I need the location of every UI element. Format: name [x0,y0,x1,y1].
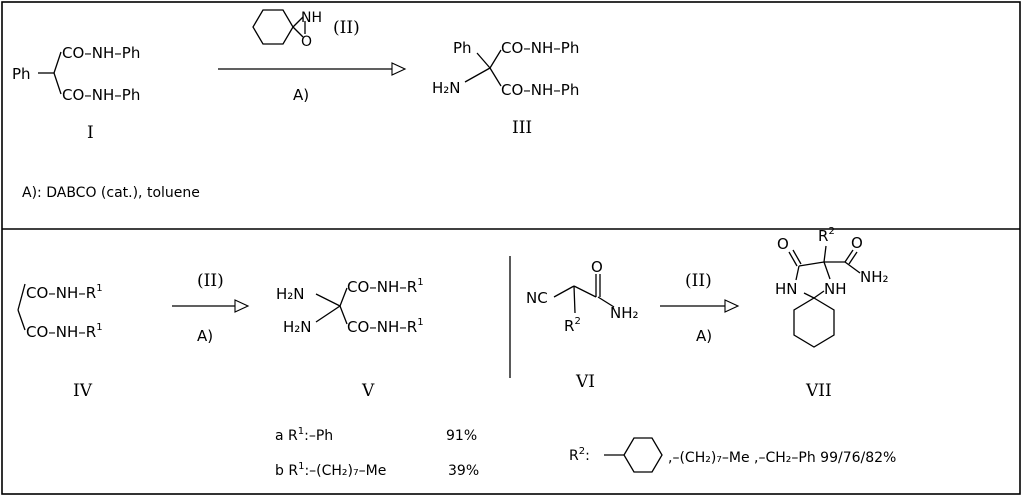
compound-V-nh2-a: H₂N [276,285,305,303]
compound-VII-ring-bond [823,261,831,280]
arrow-2-reagent: (II) [197,271,224,291]
compound-I-bond [53,72,62,95]
compound-I: Ph CO–NH–Ph CO–NH–Ph I [12,44,140,143]
compound-III-bond [464,67,491,83]
cyclohexane-ring [252,9,294,45]
reagent-II-nh: NH [301,10,322,26]
compound-V-bottom: CO–NH–R1 [347,317,424,336]
r2-cyclohexyl-ring [623,437,663,473]
r2-list: ,–(CH₂)₇–Me ,–CH₂–Ph 99/76/82% [668,450,896,466]
compound-VI-bond [553,285,575,298]
yield-value-a: 91% [446,428,477,444]
compound-III-label: III [512,118,532,138]
compound-III: Ph H₂N CO–NH–Ph CO–NH–Ph III [432,39,579,138]
compound-V-bond [315,293,341,307]
compound-III-top-amide: CO–NH–Ph [501,39,579,57]
compound-III-bond [489,67,502,87]
compound-III-ph: Ph [453,39,472,57]
compound-V-nh2-b: H₂N [283,318,312,336]
compound-I-bond [53,51,62,74]
arrow-3-head [724,299,740,313]
compound-VII-ring-bond [803,292,815,299]
compound-III-nh2: H₂N [432,79,461,97]
compound-VII-carbonyl [792,249,802,265]
arrow-2-condition: A) [197,327,213,345]
compound-VI-bond [573,285,597,298]
compound-VI-nc: NC [526,289,548,307]
yield-row-b: b R1:–(CH₂)₇–Me [275,461,386,479]
compound-V-label: V [361,381,375,401]
yield-row-a: a R1:–Ph [275,426,333,444]
yields-V: a R1:–Ph 91% b R1:–(CH₂)₇–Me 39% [275,426,479,479]
compound-V-bond [315,305,341,323]
compound-V-top: CO–NH–R1 [347,277,424,296]
yield-value-b: 39% [448,463,479,479]
compound-VII-carbonyl [848,251,858,265]
compound-VII-cyclohexane [793,297,835,348]
compound-IV-bottom: CO–NH–R1 [26,322,103,341]
compound-VII-nh: NH [824,280,847,298]
compound-VI: NC O NH₂ R2 VI [526,258,639,392]
compound-VII-hn: HN [775,280,798,298]
compound-I-label: I [87,123,94,143]
arrow-2-head [234,299,250,313]
compound-V-bond [339,305,348,325]
compound-VII-ring-bond [795,265,800,281]
compound-VII-ring-bond [813,290,825,299]
compound-VII-bond [823,245,827,263]
compound-VII-ring-bond [798,261,825,267]
compound-III-bond [476,52,491,69]
compound-I-ph: Ph [12,65,31,83]
oxaziridine-bond [292,16,304,28]
arrow-3-condition: A) [696,327,712,345]
compound-IV: CO–NH–R1 CO–NH–R1 IV [17,283,103,401]
compound-I-bottom-amide: CO–NH–Ph [62,86,140,104]
compound-VII-bond [844,261,861,274]
compound-III-bottom-amide: CO–NH–Ph [501,81,579,99]
compound-VII-r: R2 [818,226,835,245]
reagent-II-label: (II) [333,18,360,38]
compound-IV-top: CO–NH–R1 [26,283,103,302]
compound-VI-bond [573,285,576,314]
reaction-arrow-1: A) [218,62,407,104]
reaction-arrow-3: (II) A) [660,271,740,345]
compound-VII-o2: O [851,234,863,252]
compound-VII-carbonyl [844,249,854,263]
compound-VI-r: R2 [564,316,581,335]
compound-VII-carbonyl [788,251,798,267]
compound-VII: O R2 O HN NH NH₂ VII [775,226,889,401]
arrow-3-reagent: (II) [685,271,712,291]
reagent-II: NH O (II) [252,9,360,50]
compound-VI-bond [597,296,615,308]
oxaziridine-bond [292,26,304,38]
conditions-footnote: A): DABCO (cat.), toluene [22,185,200,201]
reagent-II-o: O [301,34,312,50]
compound-V-bond [339,287,348,307]
compound-IV-bond [17,309,26,331]
compound-IV-bond [17,283,26,311]
compound-VI-nh2: NH₂ [610,304,639,322]
arrow-1-condition: A) [293,86,309,104]
compound-IV-label: IV [73,381,93,401]
r2-definitions: R2: ,–(CH₂)₇–Me ,–CH₂–Ph 99/76/82% [569,437,896,473]
compound-V: H₂N H₂N CO–NH–R1 CO–NH–R1 V [276,277,424,401]
compound-VII-o: O [777,235,789,253]
compound-I-top-amide: CO–NH–Ph [62,44,140,62]
compound-VI-label: VI [575,372,595,392]
compound-III-bond [489,49,502,69]
compound-VI-o: O [591,258,603,276]
compound-VII-nh2: NH₂ [860,268,889,286]
r2-prefix: R2: [569,446,590,464]
reaction-arrow-2: (II) A) [172,271,250,345]
arrow-1-head [391,62,407,76]
compound-VII-label: VII [805,381,832,401]
